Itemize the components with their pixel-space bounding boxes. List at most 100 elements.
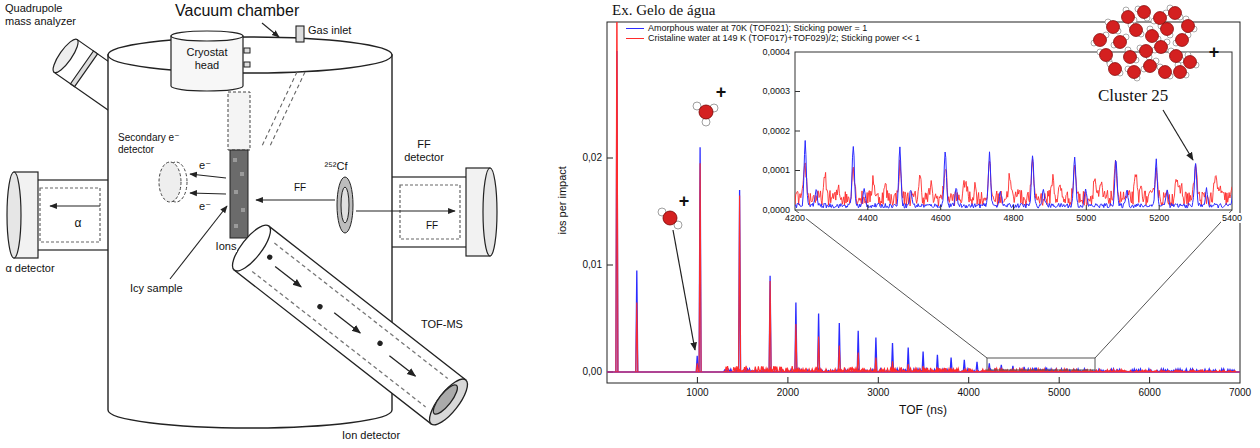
oxygen-atom bbox=[1128, 66, 1141, 79]
instrument-label: FF detector bbox=[400, 138, 448, 163]
charge-sign-slot: + bbox=[1209, 43, 1220, 61]
inset-tick-label-slot: 4600 bbox=[930, 213, 952, 223]
legend-line-sample bbox=[626, 38, 644, 39]
tick-label-slot: 1000 bbox=[686, 387, 708, 399]
spectrum-crystalline bbox=[607, 22, 1240, 372]
inset-tick-label: 0,0002 bbox=[761, 126, 791, 136]
tick-label-slot: 4000 bbox=[958, 387, 980, 399]
particle-arrows-part bbox=[190, 193, 226, 194]
spectrum-frame-part bbox=[697, 377, 698, 383]
ff-detector-port-part bbox=[400, 185, 460, 239]
alpha-detector-port bbox=[7, 172, 120, 258]
tick-label: 4000 bbox=[958, 387, 980, 399]
tick-label: 2000 bbox=[777, 387, 799, 399]
inset-ticks-part bbox=[795, 131, 800, 132]
spectrum-amorphous bbox=[607, 51, 1240, 372]
tof-ms-tube-part bbox=[377, 341, 383, 347]
tof-ms-tube-part bbox=[234, 226, 465, 424]
inset-tick-label-slot: 5400 bbox=[1221, 213, 1243, 223]
spectrum-frame-part bbox=[1059, 377, 1060, 383]
charge-sign: + bbox=[716, 83, 727, 101]
instrument-label: Icy sample bbox=[130, 282, 183, 295]
tick-label-slot: 0,00 bbox=[583, 366, 602, 378]
gas-inlet-part bbox=[262, 72, 297, 146]
instrument-label: α bbox=[74, 217, 83, 231]
instrument-label: Ions bbox=[215, 240, 238, 253]
instrument-label: FF bbox=[425, 220, 439, 232]
legend-row: Cristaline water at 149 K (TOF017)+TOF02… bbox=[626, 33, 920, 43]
instrument-label: Gas inlet bbox=[308, 24, 351, 37]
icy-sample-part bbox=[234, 224, 238, 228]
oxygen-atom bbox=[1154, 12, 1167, 25]
oxygen-atom bbox=[1107, 21, 1120, 34]
tof-ms-tube-part bbox=[252, 271, 425, 406]
axis-title: ios per impact bbox=[556, 166, 569, 234]
oxygen-atom bbox=[1144, 60, 1157, 73]
inset-tick-label: 4400 bbox=[857, 213, 879, 223]
instrument-label-slot: e⁻ bbox=[198, 159, 212, 172]
inset-ticks bbox=[795, 92, 1159, 211]
tick-label-slot: 2000 bbox=[777, 387, 799, 399]
tick-label-slot: 3000 bbox=[867, 387, 889, 399]
charge-sign-slot: + bbox=[679, 192, 690, 210]
inset-ticks-part bbox=[1159, 205, 1160, 210]
inset-tick-label-slot: 4200 bbox=[784, 213, 806, 223]
oxygen-atom bbox=[1124, 51, 1137, 64]
pointer-arrow bbox=[673, 230, 695, 350]
instrument-label-slot: FF bbox=[293, 182, 307, 194]
chart-title-slot: Ex. Gelo de água bbox=[612, 2, 715, 19]
instrument-label: ²⁵²Cf bbox=[324, 160, 349, 173]
instrument-label-slot: FF bbox=[425, 220, 439, 232]
zoom-marker-part bbox=[795, 210, 987, 358]
pointer-arrow bbox=[1163, 110, 1193, 160]
particle-arrows-part bbox=[356, 210, 455, 211]
instrument-label-slot: Icy sample bbox=[130, 282, 183, 295]
water-ion-molecule bbox=[658, 208, 682, 229]
instrument-label: e⁻ bbox=[198, 159, 212, 172]
cryostat-knobs-part bbox=[244, 62, 250, 67]
cluster-label: Cluster 25 bbox=[1098, 86, 1168, 106]
node-label: Cryostat head bbox=[176, 46, 238, 71]
axis-title-slot: TOF (ns) bbox=[899, 404, 947, 418]
spectrum-main bbox=[607, 22, 1240, 372]
instrument-label-slot: Ion detector bbox=[342, 429, 400, 442]
spectrum-frame-part bbox=[787, 377, 788, 383]
inset-tick-label: 4600 bbox=[930, 213, 952, 223]
zoom-marker bbox=[795, 210, 1232, 370]
inset-ticks-part bbox=[1086, 205, 1087, 210]
inset-ticks-part bbox=[795, 170, 800, 171]
spectrum-inset bbox=[795, 141, 1232, 209]
oxygen-atom bbox=[1114, 36, 1127, 49]
oxygen-atom bbox=[1140, 45, 1153, 58]
instrument-label: e⁻ bbox=[198, 200, 212, 213]
tick-label: 6000 bbox=[1138, 387, 1160, 399]
cf252-source-part bbox=[337, 177, 353, 233]
charge-sign: + bbox=[679, 192, 690, 210]
particle-arrows-part bbox=[190, 174, 226, 178]
alpha-detector-port-part bbox=[7, 172, 21, 258]
inset-tick-label: 5400 bbox=[1221, 213, 1243, 223]
instrument-label-slot: α detector bbox=[3, 262, 57, 275]
oxygen-atom bbox=[1155, 41, 1168, 54]
tick-label: 0,01 bbox=[583, 259, 602, 271]
oxygen-atom bbox=[1130, 24, 1143, 37]
axis-title-slot: ios per impact bbox=[556, 166, 569, 234]
oxygen-atom bbox=[1161, 23, 1174, 36]
quadrupole-analyzer-part bbox=[49, 36, 82, 76]
spectrum-frame-part bbox=[607, 158, 613, 159]
particle-arrows-part bbox=[50, 205, 100, 206]
gas-inlet-part bbox=[296, 26, 304, 42]
inset-tick-label: 5200 bbox=[1148, 213, 1170, 223]
cylinder-body bbox=[171, 36, 243, 91]
cryostat-knobs bbox=[244, 48, 250, 67]
inset-tick-label: 0,0003 bbox=[761, 86, 791, 96]
instrument-label: Vacuum chamber bbox=[175, 2, 299, 20]
inset-tick-label-slot: 4400 bbox=[857, 213, 879, 223]
instrument-label-slot: ²⁵²Cf bbox=[324, 160, 349, 173]
legend-text: Amorphous water at 70K (TOF021); Stickin… bbox=[648, 23, 867, 33]
instrument-label-slot: e⁻ bbox=[198, 200, 212, 213]
inset-tick-label: 5000 bbox=[1075, 213, 1097, 223]
oxygen-atom bbox=[1138, 6, 1151, 19]
icy-sample-part bbox=[241, 208, 245, 212]
